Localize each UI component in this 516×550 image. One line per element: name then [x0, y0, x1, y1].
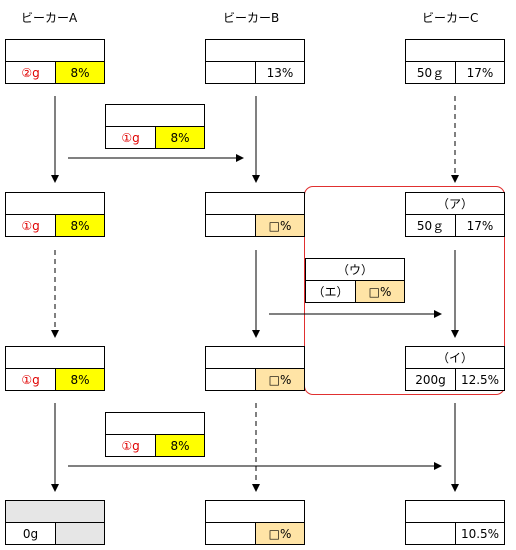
beaker-b-2-percent: □% [256, 215, 304, 236]
beaker-b-4-percent: □% [256, 523, 304, 544]
beaker-a-4-amount: 0g [6, 523, 56, 544]
beaker-a-2-label [6, 193, 104, 215]
beaker-b-1-percent: 13% [266, 65, 294, 80]
beaker-a-1-percent: 8% [56, 62, 104, 83]
beaker-c-4-percent: 10.5% [460, 526, 500, 541]
beaker-b-state-3: □% [205, 346, 305, 391]
beaker-c-2-amount: 50ｇ [406, 215, 456, 236]
beaker-a-state-4: 0g [5, 500, 105, 545]
transfer-1-amount: ①g [106, 127, 156, 148]
transfer-2-amount: （エ） [306, 281, 356, 302]
beaker-c-title: ビーカーC [422, 11, 479, 25]
beaker-a-state-1: ②g 8% [5, 39, 105, 84]
beaker-a-state-3: ①g 8% [5, 346, 105, 391]
transfer-1-percent: 8% [156, 127, 204, 148]
beaker-b-state-1: 13% [205, 39, 305, 84]
beaker-c-4-label [406, 501, 504, 523]
beaker-c-1-percent: 17% [466, 65, 494, 80]
beaker-b-state-4: □% [205, 500, 305, 545]
transfer-1-label [106, 105, 204, 127]
beaker-b-2-amount [206, 215, 256, 236]
beaker-c-1-label [406, 40, 504, 62]
beaker-c-state-2: （ア） 50ｇ 17% [405, 192, 505, 237]
beaker-a-4-label [6, 501, 104, 523]
beaker-b-4-label [206, 501, 304, 523]
beaker-c-2-percent: 17% [466, 218, 494, 233]
beaker-a-title: ビーカーA [21, 11, 78, 25]
beaker-b-2-label [206, 193, 304, 215]
transfer-2-label: （ウ） [306, 259, 404, 281]
beaker-a-3-label [6, 347, 104, 369]
beaker-b-3-percent: □% [256, 369, 304, 390]
beaker-a-2-amount: ①g [6, 215, 56, 236]
beaker-a-2-percent: 8% [56, 215, 104, 236]
beaker-c-state-1: 50ｇ 17% [405, 39, 505, 84]
beaker-c-2-label: （ア） [406, 193, 504, 215]
beaker-a-1-label [6, 40, 104, 62]
beaker-c-3-label: （イ） [406, 347, 504, 369]
highlight-frame [304, 186, 505, 395]
beaker-c-3-amount: 200g [406, 369, 456, 390]
beaker-b-state-2: □% [205, 192, 305, 237]
beaker-b-1-label [206, 40, 304, 62]
beaker-c-1-amount: 50ｇ [406, 62, 456, 83]
beaker-b-title: ビーカーB [223, 11, 280, 25]
beaker-c-3-percent: 12.5% [460, 372, 500, 387]
transfer-3-label [106, 413, 204, 435]
beaker-a-state-2: ①g 8% [5, 192, 105, 237]
transfer-box-3: ①g 8% [105, 412, 205, 457]
beaker-b-4-amount [206, 523, 256, 544]
beaker-b-3-amount [206, 369, 256, 390]
beaker-c-state-4: 10.5% [405, 500, 505, 545]
beaker-c-state-3: （イ） 200g 12.5% [405, 346, 505, 391]
beaker-a-3-amount: ①g [6, 369, 56, 390]
beaker-a-4-percent [56, 523, 104, 544]
beaker-b-3-label [206, 347, 304, 369]
beaker-c-4-amount [406, 523, 456, 544]
transfer-3-amount: ①g [106, 435, 156, 456]
transfer-box-1: ①g 8% [105, 104, 205, 149]
beaker-b-1-amount [206, 62, 256, 83]
transfer-box-2: （ウ） （エ） □% [305, 258, 405, 303]
transfer-2-percent: □% [356, 281, 404, 302]
beaker-a-3-percent: 8% [56, 369, 104, 390]
transfer-3-percent: 8% [156, 435, 204, 456]
beaker-a-1-amount: ②g [6, 62, 56, 83]
